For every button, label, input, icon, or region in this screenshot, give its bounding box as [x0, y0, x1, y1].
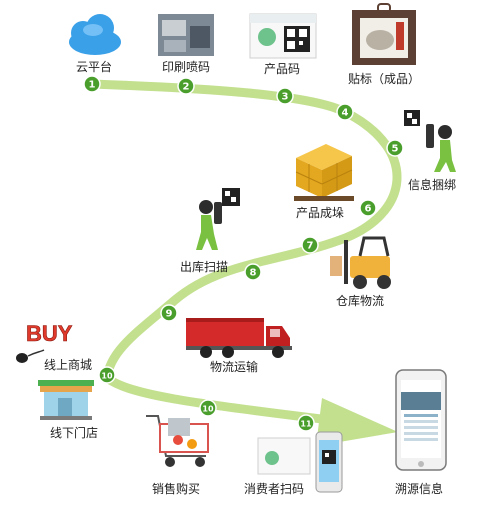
step-number: 8 — [250, 268, 257, 279]
buy-logo-text: BUY — [26, 321, 73, 346]
step-node — [297, 414, 315, 432]
product-box-icon — [352, 3, 416, 65]
step-node — [359, 199, 377, 217]
truck-icon — [186, 318, 292, 358]
step-number: 10 — [101, 372, 113, 381]
step-label-cloud-platform: 云平台 — [76, 60, 113, 74]
step-number: 6 — [365, 204, 372, 215]
scanner-worker-icon — [196, 188, 240, 250]
step-node — [276, 87, 294, 105]
step-number: 4 — [342, 108, 349, 119]
step-number: 11 — [300, 420, 312, 429]
step-number: 5 — [392, 144, 399, 155]
step-label-consumer-scan: 消费者扫码 — [244, 482, 305, 496]
buy-mouse-icon: BUY — [16, 321, 73, 363]
step-node — [160, 304, 178, 322]
step-label-info-binding: 信息捆绑 — [408, 178, 457, 192]
step-label-product-code: 产品码 — [264, 62, 301, 76]
step-node — [386, 139, 404, 157]
step-label-outbound-scan: 出库扫描 — [180, 260, 229, 274]
step-label-palletizing: 产品成垛 — [296, 206, 345, 220]
shopping-cart-icon — [146, 415, 209, 467]
phone-trace-info-icon — [395, 369, 447, 471]
step-number: 3 — [282, 92, 289, 103]
cloud-icon — [69, 14, 121, 55]
step-number: 7 — [307, 241, 314, 252]
step-node — [199, 399, 217, 417]
forklift-icon — [330, 236, 391, 289]
step-number: 2 — [183, 82, 190, 93]
step-label-online-mall: 线上商城 — [44, 358, 93, 372]
scanner-worker-icon — [404, 110, 456, 172]
step-label-labeling: 贴标（成品） — [348, 72, 421, 86]
step-node — [177, 77, 195, 95]
pallet-boxes-icon — [294, 144, 354, 201]
step-number: 1 — [89, 80, 96, 91]
step-node — [301, 236, 319, 254]
flow-path — [87, 79, 402, 425]
storefront-icon — [38, 380, 94, 420]
step-label-trace-info: 溯源信息 — [395, 482, 444, 496]
step-label-printing: 印刷喷码 — [162, 60, 211, 74]
step-label-purchase: 销售购买 — [152, 482, 201, 496]
step-node — [98, 366, 116, 384]
step-number: 10 — [202, 405, 214, 414]
step-label-transport: 物流运输 — [210, 360, 259, 374]
phone-qr-icon — [257, 431, 343, 493]
printing-photo-icon — [158, 14, 214, 56]
step-node — [244, 263, 262, 281]
product-code-label-icon — [249, 13, 317, 59]
step-node — [336, 103, 354, 121]
step-node — [83, 75, 101, 93]
step-label-warehouse: 仓库物流 — [336, 294, 385, 308]
step-label-offline-store: 线下门店 — [50, 426, 99, 440]
step-number: 9 — [166, 309, 173, 320]
